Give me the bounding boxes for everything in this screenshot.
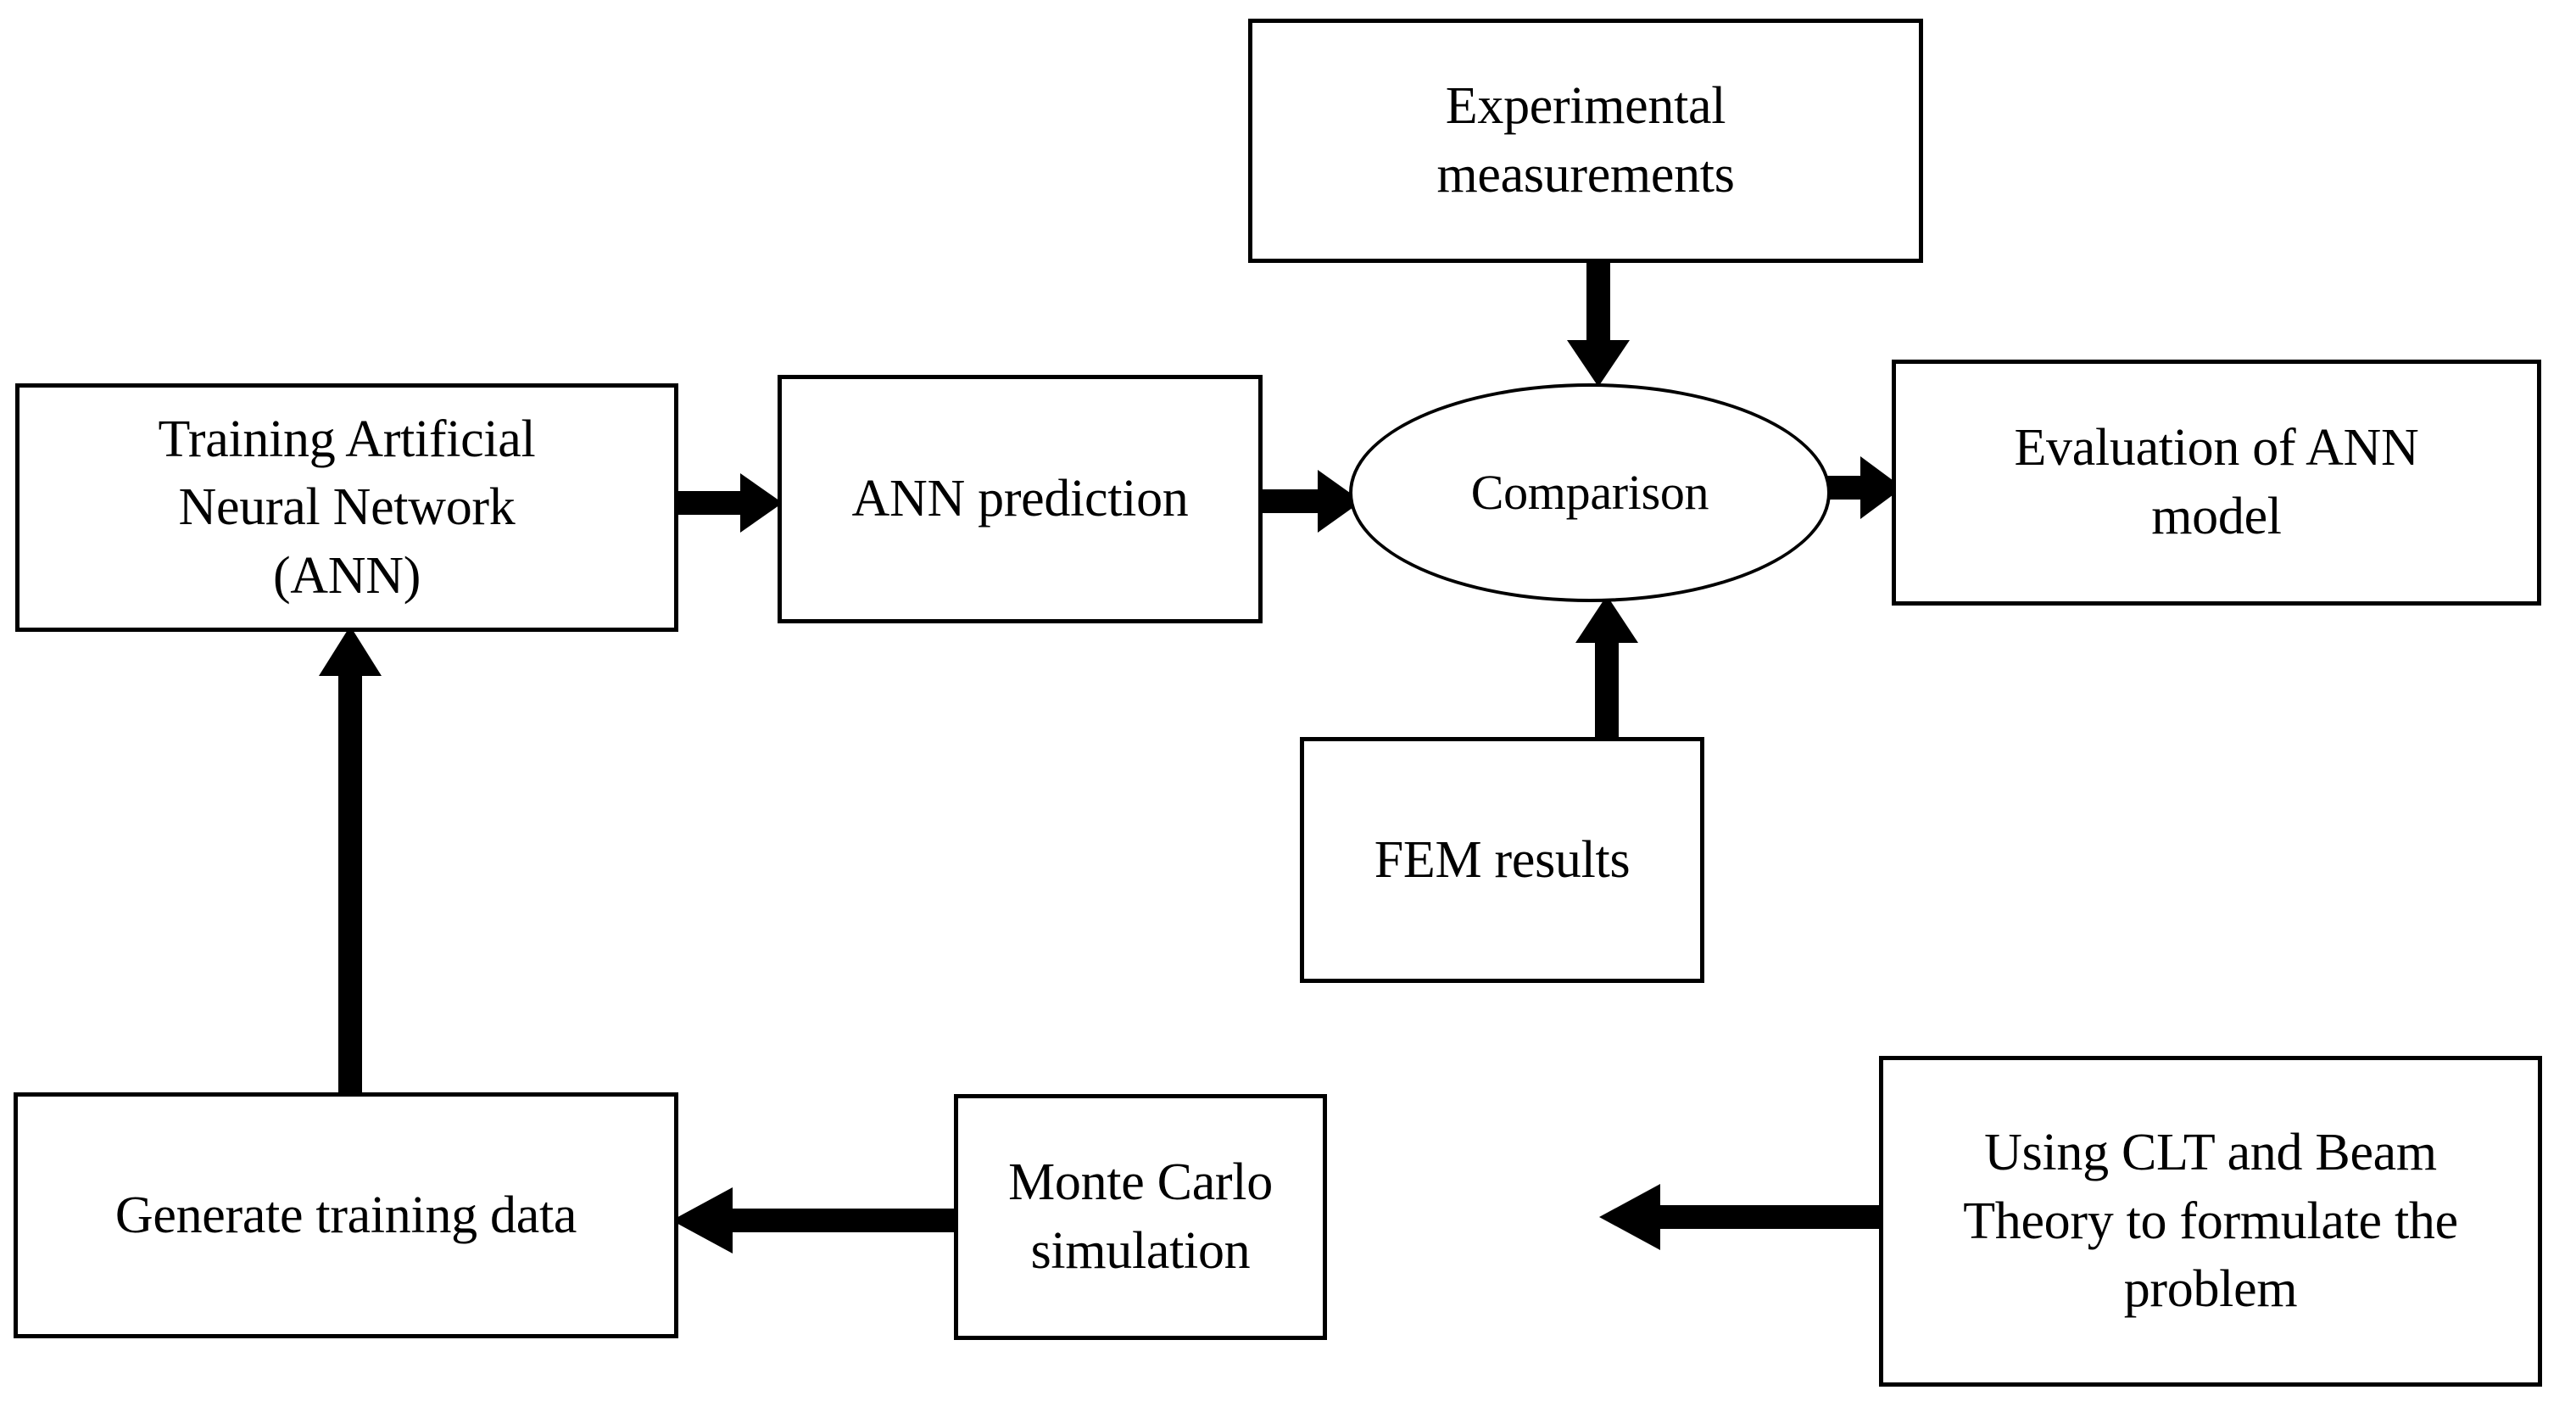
node-ann-prediction-label: ANN prediction — [851, 470, 1189, 528]
edge-montecarlo-to-generate — [666, 1181, 962, 1260]
node-generate-training-data-label: Generate training data — [114, 1186, 577, 1244]
node-monte-carlo-simulation-label: Monte Carlo simulation — [958, 1148, 1323, 1285]
arrow-right-icon — [660, 473, 783, 533]
arrow-left-icon — [672, 1187, 962, 1253]
node-label-line: Evaluation of ANN — [2014, 419, 2419, 477]
node-label-line: measurements — [1436, 146, 1735, 204]
node-experimental-measurements[interactable]: Experimental measurements — [1248, 19, 1923, 263]
node-comparison-label: Comparison — [1470, 465, 1709, 521]
node-label-line: Monte Carlo — [1008, 1153, 1273, 1212]
node-label-line: Using CLT and Beam — [1984, 1124, 2437, 1182]
edge-fem-to-comparison — [1569, 594, 1645, 745]
node-evaluation-of-ann-model-label: Evaluation of ANN model — [1896, 414, 2537, 550]
node-label-line: Neural Network — [178, 478, 516, 537]
node-fem-results[interactable]: FEM results — [1300, 737, 1704, 983]
node-label-line: Experimental — [1445, 77, 1726, 136]
node-label-line: Theory to formulate the — [1963, 1192, 2458, 1250]
edge-training-to-ann-prediction — [660, 465, 787, 541]
node-experimental-measurements-label: Experimental measurements — [1252, 72, 1919, 209]
edge-ann-prediction-to-comparison — [1260, 463, 1366, 539]
node-label-line: model — [2151, 488, 2282, 545]
arrow-down-icon — [1567, 259, 1630, 387]
edge-generate-to-training — [314, 623, 390, 1103]
node-generate-training-data[interactable]: Generate training data — [14, 1092, 678, 1338]
edge-clt-to-montecarlo — [1594, 1177, 1891, 1257]
node-label-line: simulation — [1030, 1222, 1251, 1280]
arrow-right-icon — [1813, 456, 1903, 519]
arrow-up-icon — [1575, 595, 1638, 745]
arrow-right-icon — [1260, 470, 1362, 533]
arrow-up-icon — [319, 626, 382, 1103]
node-label-line: (ANN) — [272, 546, 421, 605]
edge-experimental-to-comparison — [1560, 259, 1636, 390]
node-evaluation-of-ann-model[interactable]: Evaluation of ANN model — [1892, 360, 2541, 606]
arrow-left-icon — [1599, 1184, 1891, 1250]
node-label-line: problem — [2123, 1260, 2298, 1319]
edge-comparison-to-evaluation — [1813, 451, 1906, 524]
node-comparison[interactable]: Comparison — [1349, 383, 1831, 602]
node-fem-results-label: FEM results — [1374, 830, 1631, 889]
node-monte-carlo-simulation[interactable]: Monte Carlo simulation — [954, 1094, 1327, 1340]
node-label-line: Training Artificial — [158, 410, 536, 468]
node-ann-prediction[interactable]: ANN prediction — [778, 375, 1263, 623]
